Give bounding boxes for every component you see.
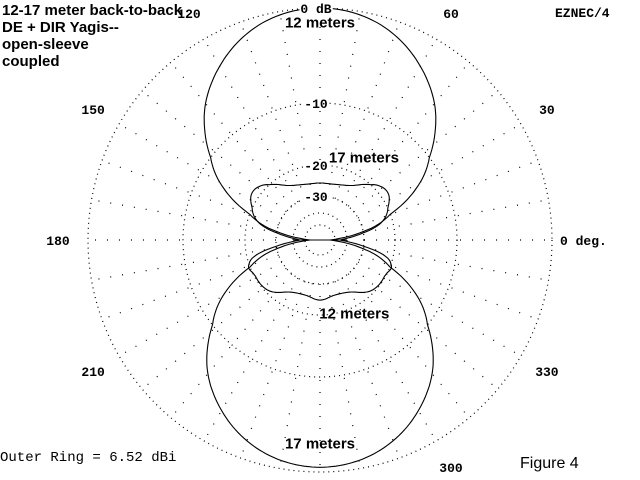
angle-label: 300 bbox=[439, 461, 463, 476]
angle-label: 150 bbox=[81, 103, 105, 118]
pattern-curves bbox=[203, 7, 437, 468]
grid-spoke bbox=[279, 283, 313, 469]
pattern-12-meters-rear bbox=[247, 239, 393, 301]
ring-label-background bbox=[303, 98, 329, 111]
grid-spoke bbox=[240, 21, 306, 199]
title-line: open-sleeve bbox=[2, 36, 89, 53]
grid-spoke bbox=[353, 90, 499, 213]
angle-label: 0 deg. bbox=[560, 234, 607, 249]
figure-label: Figure 4 bbox=[520, 455, 579, 472]
series-label: 12 meters bbox=[285, 14, 355, 31]
labels: 0 dB -10 -20 -30 0 deg. 30 60 120 150 180 210 300 33… bbox=[46, 2, 607, 476]
grid-spoke bbox=[170, 273, 293, 419]
series-label: 12 meters bbox=[319, 306, 389, 323]
grid-ring bbox=[244, 164, 396, 316]
title-line: coupled bbox=[2, 53, 60, 70]
grid-spoke bbox=[101, 160, 279, 226]
grid-spoke bbox=[347, 273, 470, 419]
grid-spoke bbox=[101, 254, 279, 320]
grid-spoke bbox=[327, 283, 361, 469]
grid-spoke bbox=[341, 38, 437, 203]
grid-spoke bbox=[347, 61, 470, 207]
grid-spoke bbox=[357, 123, 522, 219]
series-label: 17 meters bbox=[329, 149, 399, 166]
ring-label-background bbox=[299, 3, 333, 16]
angle-label: 180 bbox=[46, 234, 70, 249]
ring-label: 0 dB bbox=[300, 2, 331, 17]
grid-spoke bbox=[361, 254, 539, 320]
ring-label: -30 bbox=[304, 190, 328, 205]
grid-spoke bbox=[118, 261, 283, 357]
grid-spoke bbox=[357, 261, 522, 357]
title-line: DE + DIR Yagis-- bbox=[2, 19, 119, 36]
series-label: 17 meters bbox=[285, 436, 355, 453]
grid-spoke bbox=[118, 123, 283, 219]
grid-spoke bbox=[240, 281, 306, 459]
title-line: 12-17 meter back-to-back bbox=[2, 2, 183, 19]
program-label: EZNEC/4 bbox=[555, 6, 610, 21]
angle-label: 60 bbox=[443, 7, 459, 22]
ring-label: -10 bbox=[304, 97, 328, 112]
grid-spoke bbox=[334, 21, 400, 199]
grid-ring bbox=[87, 7, 553, 473]
angle-label: 30 bbox=[539, 103, 555, 118]
angle-label: 210 bbox=[81, 365, 105, 380]
outer-ring-label: Outer Ring = 6.52 dBi bbox=[0, 450, 176, 466]
grid-spoke bbox=[203, 277, 299, 442]
grid-spoke bbox=[341, 277, 437, 442]
grid-spoke bbox=[334, 281, 400, 459]
angle-label: 330 bbox=[535, 365, 559, 380]
ring-label: -20 bbox=[304, 159, 328, 174]
grid-spoke bbox=[361, 160, 539, 226]
ring-label-background bbox=[303, 160, 329, 173]
grid-spoke bbox=[141, 90, 287, 213]
grid-spoke bbox=[353, 267, 499, 390]
pattern-17-meters-rear bbox=[250, 182, 390, 241]
grid-spoke bbox=[363, 199, 549, 233]
grid-spoke bbox=[203, 38, 299, 203]
title: 12-17 meter back-to-back DE + DIR Yagis-… bbox=[2, 2, 183, 70]
grid-spoke bbox=[170, 61, 293, 207]
pattern-17-meters-forward bbox=[206, 239, 434, 468]
ring-label-background bbox=[303, 191, 329, 204]
grid-spoke bbox=[279, 11, 313, 197]
grid bbox=[87, 7, 553, 473]
grid-spoke bbox=[141, 267, 287, 390]
angle-label: 120 bbox=[177, 7, 201, 22]
grid-spoke bbox=[327, 11, 361, 197]
grid-spoke bbox=[91, 199, 277, 233]
grid-spoke bbox=[363, 247, 549, 281]
grid-spoke bbox=[91, 247, 277, 281]
